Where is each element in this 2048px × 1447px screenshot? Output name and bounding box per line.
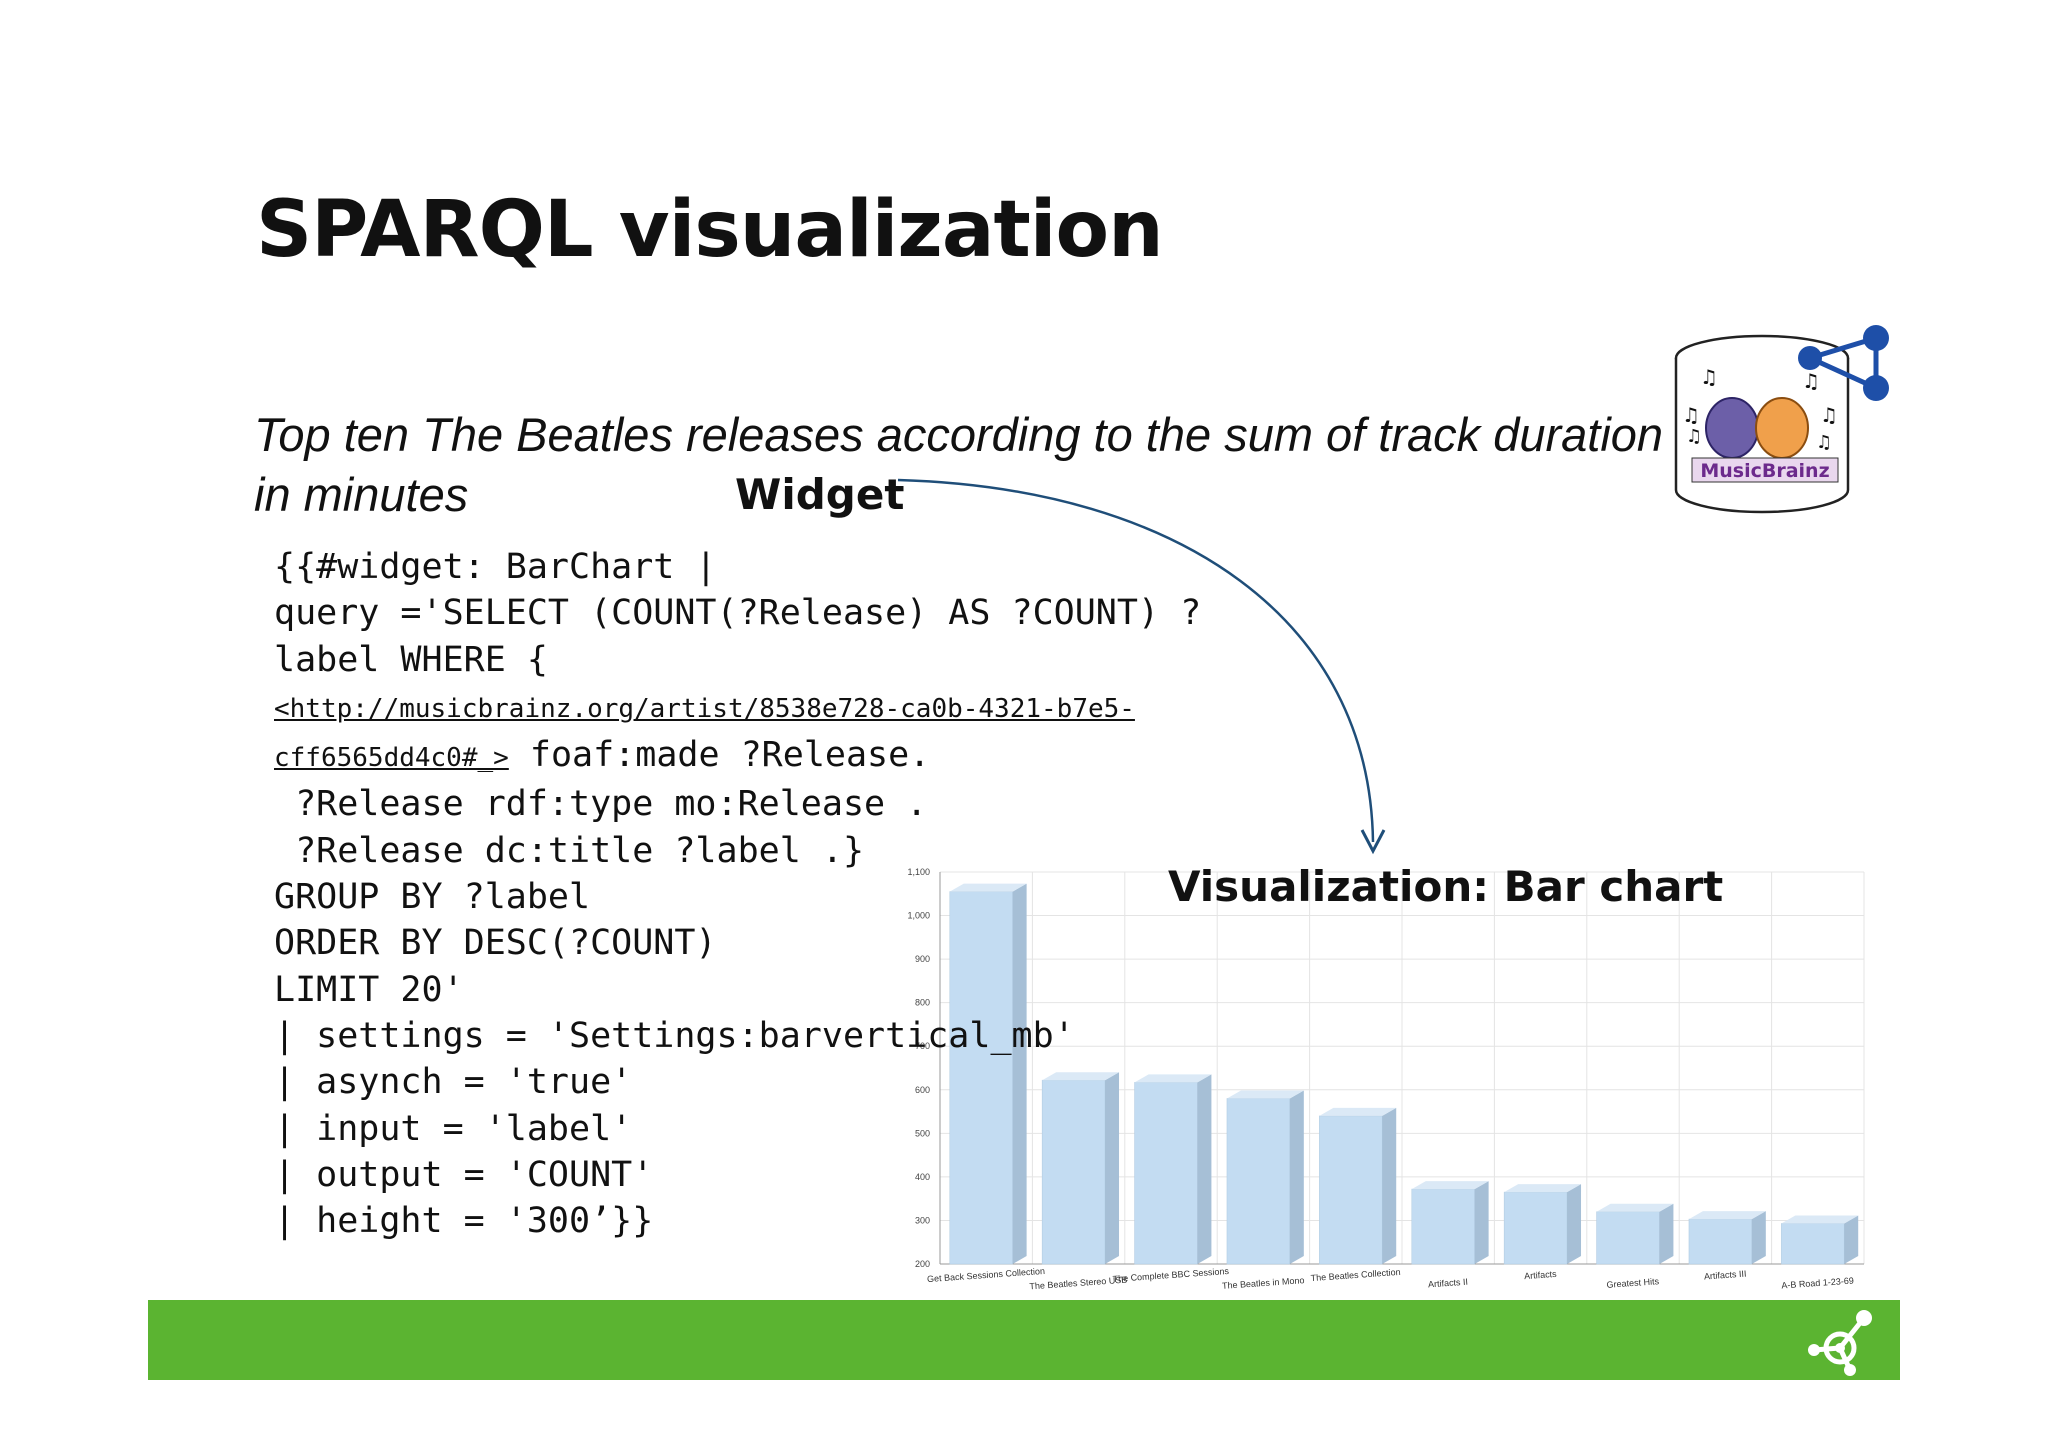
bar-side bbox=[1474, 1181, 1489, 1264]
svg-text:♫: ♫ bbox=[1816, 432, 1832, 453]
bar-side bbox=[1567, 1184, 1582, 1264]
y-tick-label: 400 bbox=[915, 1172, 930, 1182]
footer-bar bbox=[148, 1300, 1900, 1380]
bar bbox=[1503, 1191, 1568, 1265]
bar-top bbox=[1411, 1181, 1489, 1190]
bar bbox=[1411, 1188, 1475, 1265]
y-tick-label: 500 bbox=[915, 1128, 930, 1138]
slide-title: SPARQL visualization bbox=[256, 185, 1164, 275]
bar-side bbox=[1289, 1090, 1304, 1264]
svg-text:♫: ♫ bbox=[1802, 369, 1820, 393]
bar bbox=[1041, 1079, 1106, 1265]
x-tick-label: A-B Road 1-23-69 bbox=[1781, 1275, 1854, 1290]
bar bbox=[949, 891, 1013, 1265]
bar bbox=[1134, 1082, 1198, 1265]
bar-side bbox=[1844, 1215, 1859, 1264]
code-line-url: <http://musicbrainz.org/artist/8538e728-… bbox=[274, 683, 1201, 732]
code-line: | height = '300’}} bbox=[274, 1201, 654, 1242]
bar-top bbox=[949, 883, 1027, 892]
code-line: ?Release rdf:type mo:Release . bbox=[274, 784, 928, 825]
x-tick-label: Get Back Sessions Collection bbox=[927, 1266, 1045, 1284]
code-line: | input = 'label' bbox=[274, 1108, 633, 1149]
svg-text:♫: ♫ bbox=[1820, 403, 1838, 427]
code-line: GROUP BY ?label bbox=[274, 877, 591, 918]
bar bbox=[1226, 1098, 1291, 1265]
bar-side bbox=[1751, 1211, 1766, 1264]
bar-side bbox=[1659, 1203, 1674, 1264]
y-tick-label: 1,000 bbox=[907, 911, 930, 921]
visualization-callout-label: Visualization: Bar chart bbox=[1168, 862, 1724, 911]
y-tick-label: 300 bbox=[915, 1215, 930, 1225]
bar-side bbox=[1197, 1074, 1212, 1264]
x-tick-label: Artifacts III bbox=[1704, 1269, 1747, 1282]
artist-uri-link[interactable]: <http://musicbrainz.org/artist/8538e728-… bbox=[274, 693, 1135, 724]
code-line: query ='SELECT (COUNT(?Release) AS ?COUN… bbox=[274, 593, 1202, 634]
y-tick-label: 200 bbox=[915, 1259, 930, 1269]
y-tick-label: 700 bbox=[915, 1041, 930, 1051]
code-line: | asynch = 'true' bbox=[274, 1062, 633, 1103]
bar-top bbox=[1688, 1211, 1766, 1220]
code-line: LIMIT 20' bbox=[274, 969, 464, 1010]
artist-uri-link-tail[interactable]: cff6565dd4c0#_> bbox=[274, 743, 509, 774]
code-line-url-tail: cff6565dd4c0#_> foaf:made ?Release. bbox=[274, 732, 1201, 781]
code-line: label WHERE { bbox=[274, 639, 548, 680]
bar-side bbox=[1012, 883, 1027, 1264]
y-tick-label: 900 bbox=[915, 954, 930, 964]
bar-top bbox=[1781, 1215, 1859, 1224]
bar bbox=[1319, 1115, 1383, 1265]
x-tick-label: Greatest Hits bbox=[1606, 1276, 1660, 1290]
bar-top bbox=[1042, 1072, 1120, 1081]
subtitle-line-1: Top ten The Beatles releases according t… bbox=[254, 408, 1664, 461]
bar-top bbox=[1134, 1074, 1212, 1083]
footer-logo-icon bbox=[1808, 1310, 1872, 1376]
y-tick-label: 800 bbox=[915, 998, 930, 1008]
x-tick-label: The Beatles Collection bbox=[1310, 1267, 1401, 1283]
x-tick-label: Artifacts II bbox=[1428, 1277, 1469, 1290]
code-line: | output = 'COUNT' bbox=[274, 1154, 654, 1195]
bar bbox=[1688, 1218, 1753, 1265]
svg-text:♫: ♫ bbox=[1682, 403, 1700, 427]
x-tick-label: Artifacts bbox=[1524, 1269, 1558, 1281]
x-tick-label: The Complete BBC Sessions bbox=[1112, 1266, 1229, 1284]
code-line: {{#widget: BarChart | bbox=[274, 547, 717, 587]
logo-wordmark: MusicBrainz bbox=[1700, 460, 1829, 482]
bar bbox=[1781, 1223, 1845, 1265]
y-tick-label: 600 bbox=[915, 1085, 930, 1095]
svg-text:♫: ♫ bbox=[1686, 426, 1702, 447]
code-line: ?Release dc:title ?label .} bbox=[274, 830, 865, 871]
bar-side bbox=[1105, 1072, 1120, 1264]
slide-subtitle: Top ten The Beatles releases according t… bbox=[254, 405, 1684, 525]
code-line: ORDER BY DESC(?COUNT) bbox=[274, 923, 717, 964]
code-line-text: foaf:made ?Release. bbox=[508, 735, 931, 776]
y-tick-label: 1,100 bbox=[907, 867, 930, 877]
arrow-head bbox=[1360, 829, 1386, 855]
bar-top bbox=[1504, 1184, 1582, 1193]
svg-text:♫: ♫ bbox=[1700, 365, 1718, 389]
bar-top bbox=[1226, 1090, 1304, 1099]
musicbrainz-logo: ♫ ♫ ♫ ♫ ♫ ♫ MusicBrainz bbox=[1670, 318, 1892, 522]
widget-callout-label: Widget bbox=[735, 470, 905, 519]
widget-code-block: {{#widget: BarChart | query ='SELECT (CO… bbox=[274, 544, 1201, 1244]
code-line: | settings = 'Settings:barvertical_mb' bbox=[274, 1015, 1075, 1056]
bar-side bbox=[1382, 1107, 1397, 1264]
bar-top bbox=[1319, 1107, 1397, 1116]
x-tick-label: The Beatles in Mono bbox=[1222, 1275, 1305, 1291]
bar bbox=[1596, 1211, 1660, 1265]
subtitle-line-2: in minutes bbox=[254, 468, 469, 521]
bar-top bbox=[1596, 1203, 1674, 1212]
